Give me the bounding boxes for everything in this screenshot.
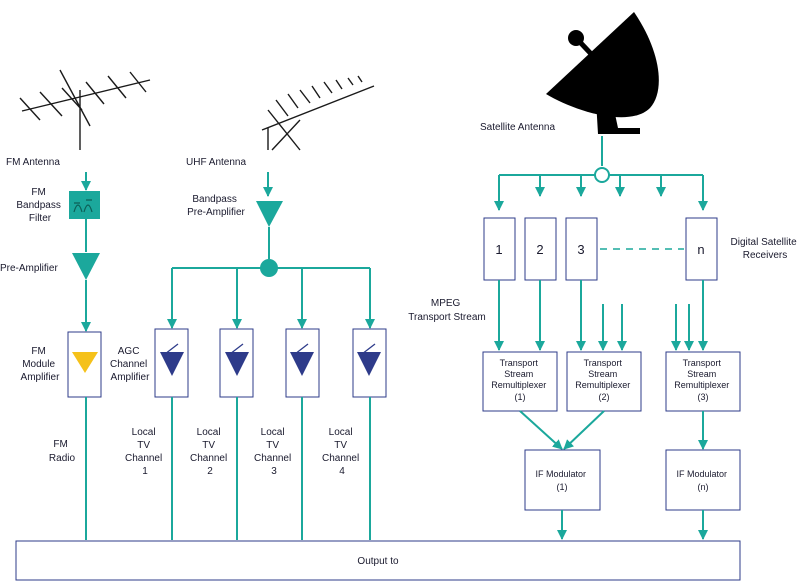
uhf-antenna-icon [261, 75, 375, 151]
fm-antenna-label: FM Antenna [6, 157, 60, 168]
satellite-receiver-n [685, 217, 718, 281]
uhf-antenna-label: UHF Antenna [186, 157, 246, 168]
uhf-preamp-label: Bandpass Pre-Amplifier [187, 194, 245, 218]
satellite-receiver-1 [483, 217, 516, 281]
output-label: Output to [357, 556, 399, 567]
mpeg-transport-stream-label: MPEG Transport Stream [408, 298, 485, 323]
remultiplexer-3-label: Transport Stream Remultiplexer (3) [674, 358, 732, 402]
local-tv-channel-4-label: Local TV Channel 4 [322, 427, 362, 477]
if-modulator-1-label: IF Modulator (1) [535, 469, 588, 492]
agc-amp-triangles [160, 343, 381, 376]
output-box [15, 540, 741, 581]
fm-antenna-icon [19, 69, 151, 150]
digital-satellite-receivers-label: Digital Satellite Receivers [731, 237, 800, 261]
fm-bandpass-filter-icon [69, 191, 100, 219]
satellite-receiver-3 [565, 217, 598, 281]
if-modulator-n-label: IF Modulator (n) [676, 469, 729, 492]
satellite-receiver-2 [524, 217, 557, 281]
remultiplexer-1-label: Transport Stream Remultiplexer (1) [491, 358, 549, 402]
fm-filter-label: FM Bandpass Filter [16, 187, 63, 224]
receiver-n-label: n [697, 242, 704, 257]
receiver-1-label: 1 [495, 242, 502, 257]
local-tv-channel-1-label: Local TV Channel 1 [125, 427, 165, 477]
fm-preamp-label: Pre-Amplifier [0, 263, 58, 274]
remultiplexer-2-label: Transport Stream Remultiplexer (2) [575, 358, 633, 402]
satellite-dish-icon [546, 12, 659, 134]
receiver-2-label: 2 [536, 242, 543, 257]
local-tv-channel-3-label: Local TV Channel 3 [254, 427, 294, 477]
remultiplexer-2-box [566, 351, 642, 412]
if-modulator-1-box [524, 449, 601, 511]
if-modulator-n-box [665, 449, 741, 511]
receiver-3-label: 3 [577, 242, 584, 257]
satellite-splitter-node [594, 167, 610, 183]
uhf-preamp-triangle [256, 201, 283, 227]
remultiplexer-3-box [665, 351, 741, 412]
satellite-antenna-label: Satellite Antenna [480, 122, 555, 133]
fm-radio-label: FM Radio [49, 439, 76, 464]
agc-label: AGC Channel Amplifier [110, 346, 150, 383]
fm-module-label: FM Module Amplifier [21, 346, 61, 383]
fm-module-amp-triangle [72, 352, 98, 373]
local-tv-channel-2-label: Local TV Channel 2 [190, 427, 230, 477]
fm-preamp-triangle [72, 253, 100, 280]
